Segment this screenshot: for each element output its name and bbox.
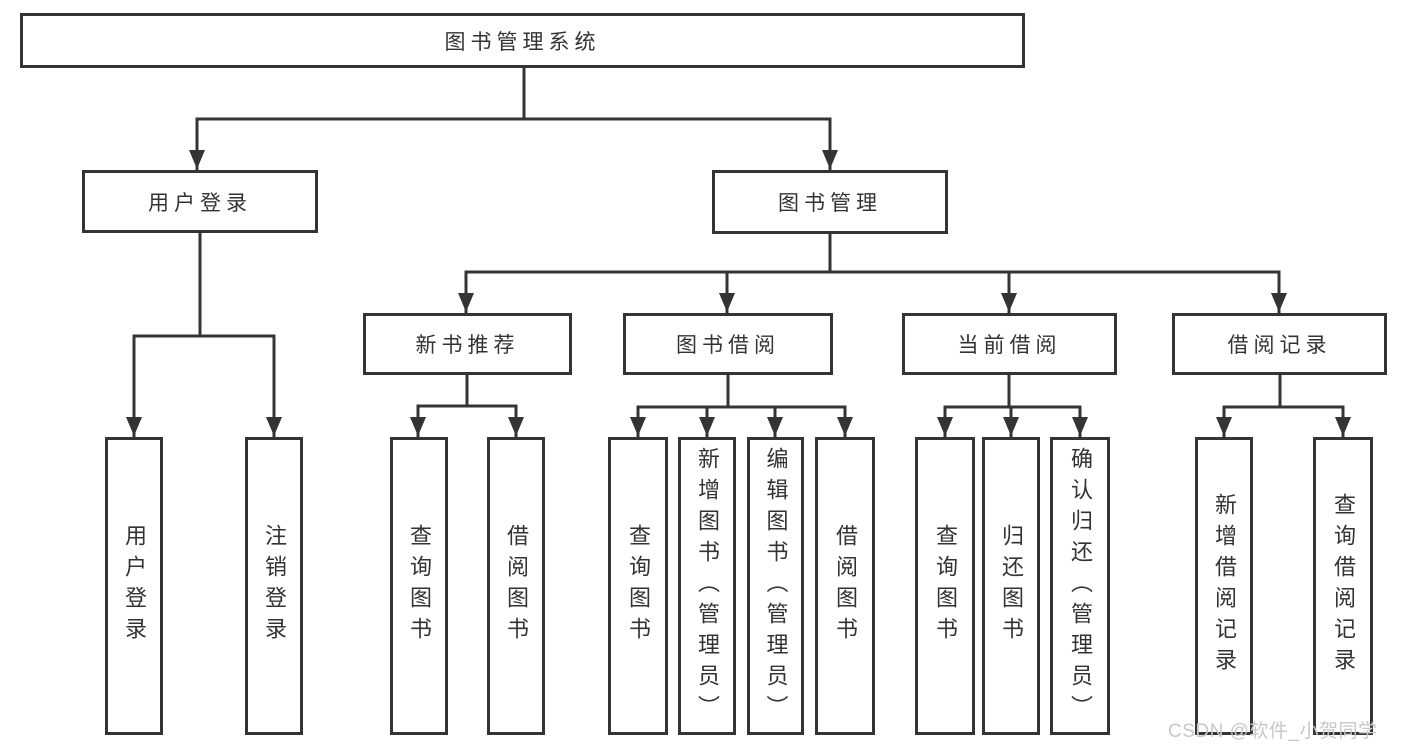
node-user-login: 用户登录 [82,170,318,233]
edges-root-to-level2 [189,66,838,171]
node-system-root: 图书管理系统 [20,13,1025,68]
edges-book-management-children [458,232,1287,314]
node-leaf-borrow-book-recommend: 借阅图书 [487,437,545,735]
node-leaf-borrow-book: 借阅图书 [815,437,875,735]
node-leaf-logout: 注销登录 [245,437,303,735]
node-leaf-query-book-recommend: 查询图书 [390,437,448,735]
node-leaf-query-book-borrow: 查询图书 [608,437,668,735]
node-leaf-add-borrow-record: 新增借阅记录 [1195,437,1253,735]
node-new-book-recommend: 新书推荐 [363,313,572,375]
edges-borrow-records-children [1216,373,1351,438]
edges-new-book-recommend-children [410,373,524,438]
watermark: CSDN @软件_小贺同学 [1168,721,1378,742]
node-current-borrow: 当前借阅 [902,313,1117,375]
node-leaf-user-login: 用户登录 [105,437,163,735]
node-book-management: 图书管理 [712,170,948,234]
node-leaf-add-book-admin: 新增图书（管理员） [678,437,736,735]
edges-book-borrow-children [630,373,853,438]
node-leaf-return-book: 归还图书 [982,437,1040,735]
node-book-borrow: 图书借阅 [623,313,833,375]
node-leaf-query-book-current: 查询图书 [915,437,975,735]
node-leaf-edit-book-admin: 编辑图书（管理员） [747,437,804,735]
node-borrow-records: 借阅记录 [1172,313,1387,375]
node-leaf-confirm-return-admin: 确认归还（管理员） [1050,437,1110,735]
edges-user-login-children [126,231,282,438]
edges-current-borrow-children [937,373,1088,438]
node-leaf-query-borrow-record: 查询借阅记录 [1313,437,1373,735]
